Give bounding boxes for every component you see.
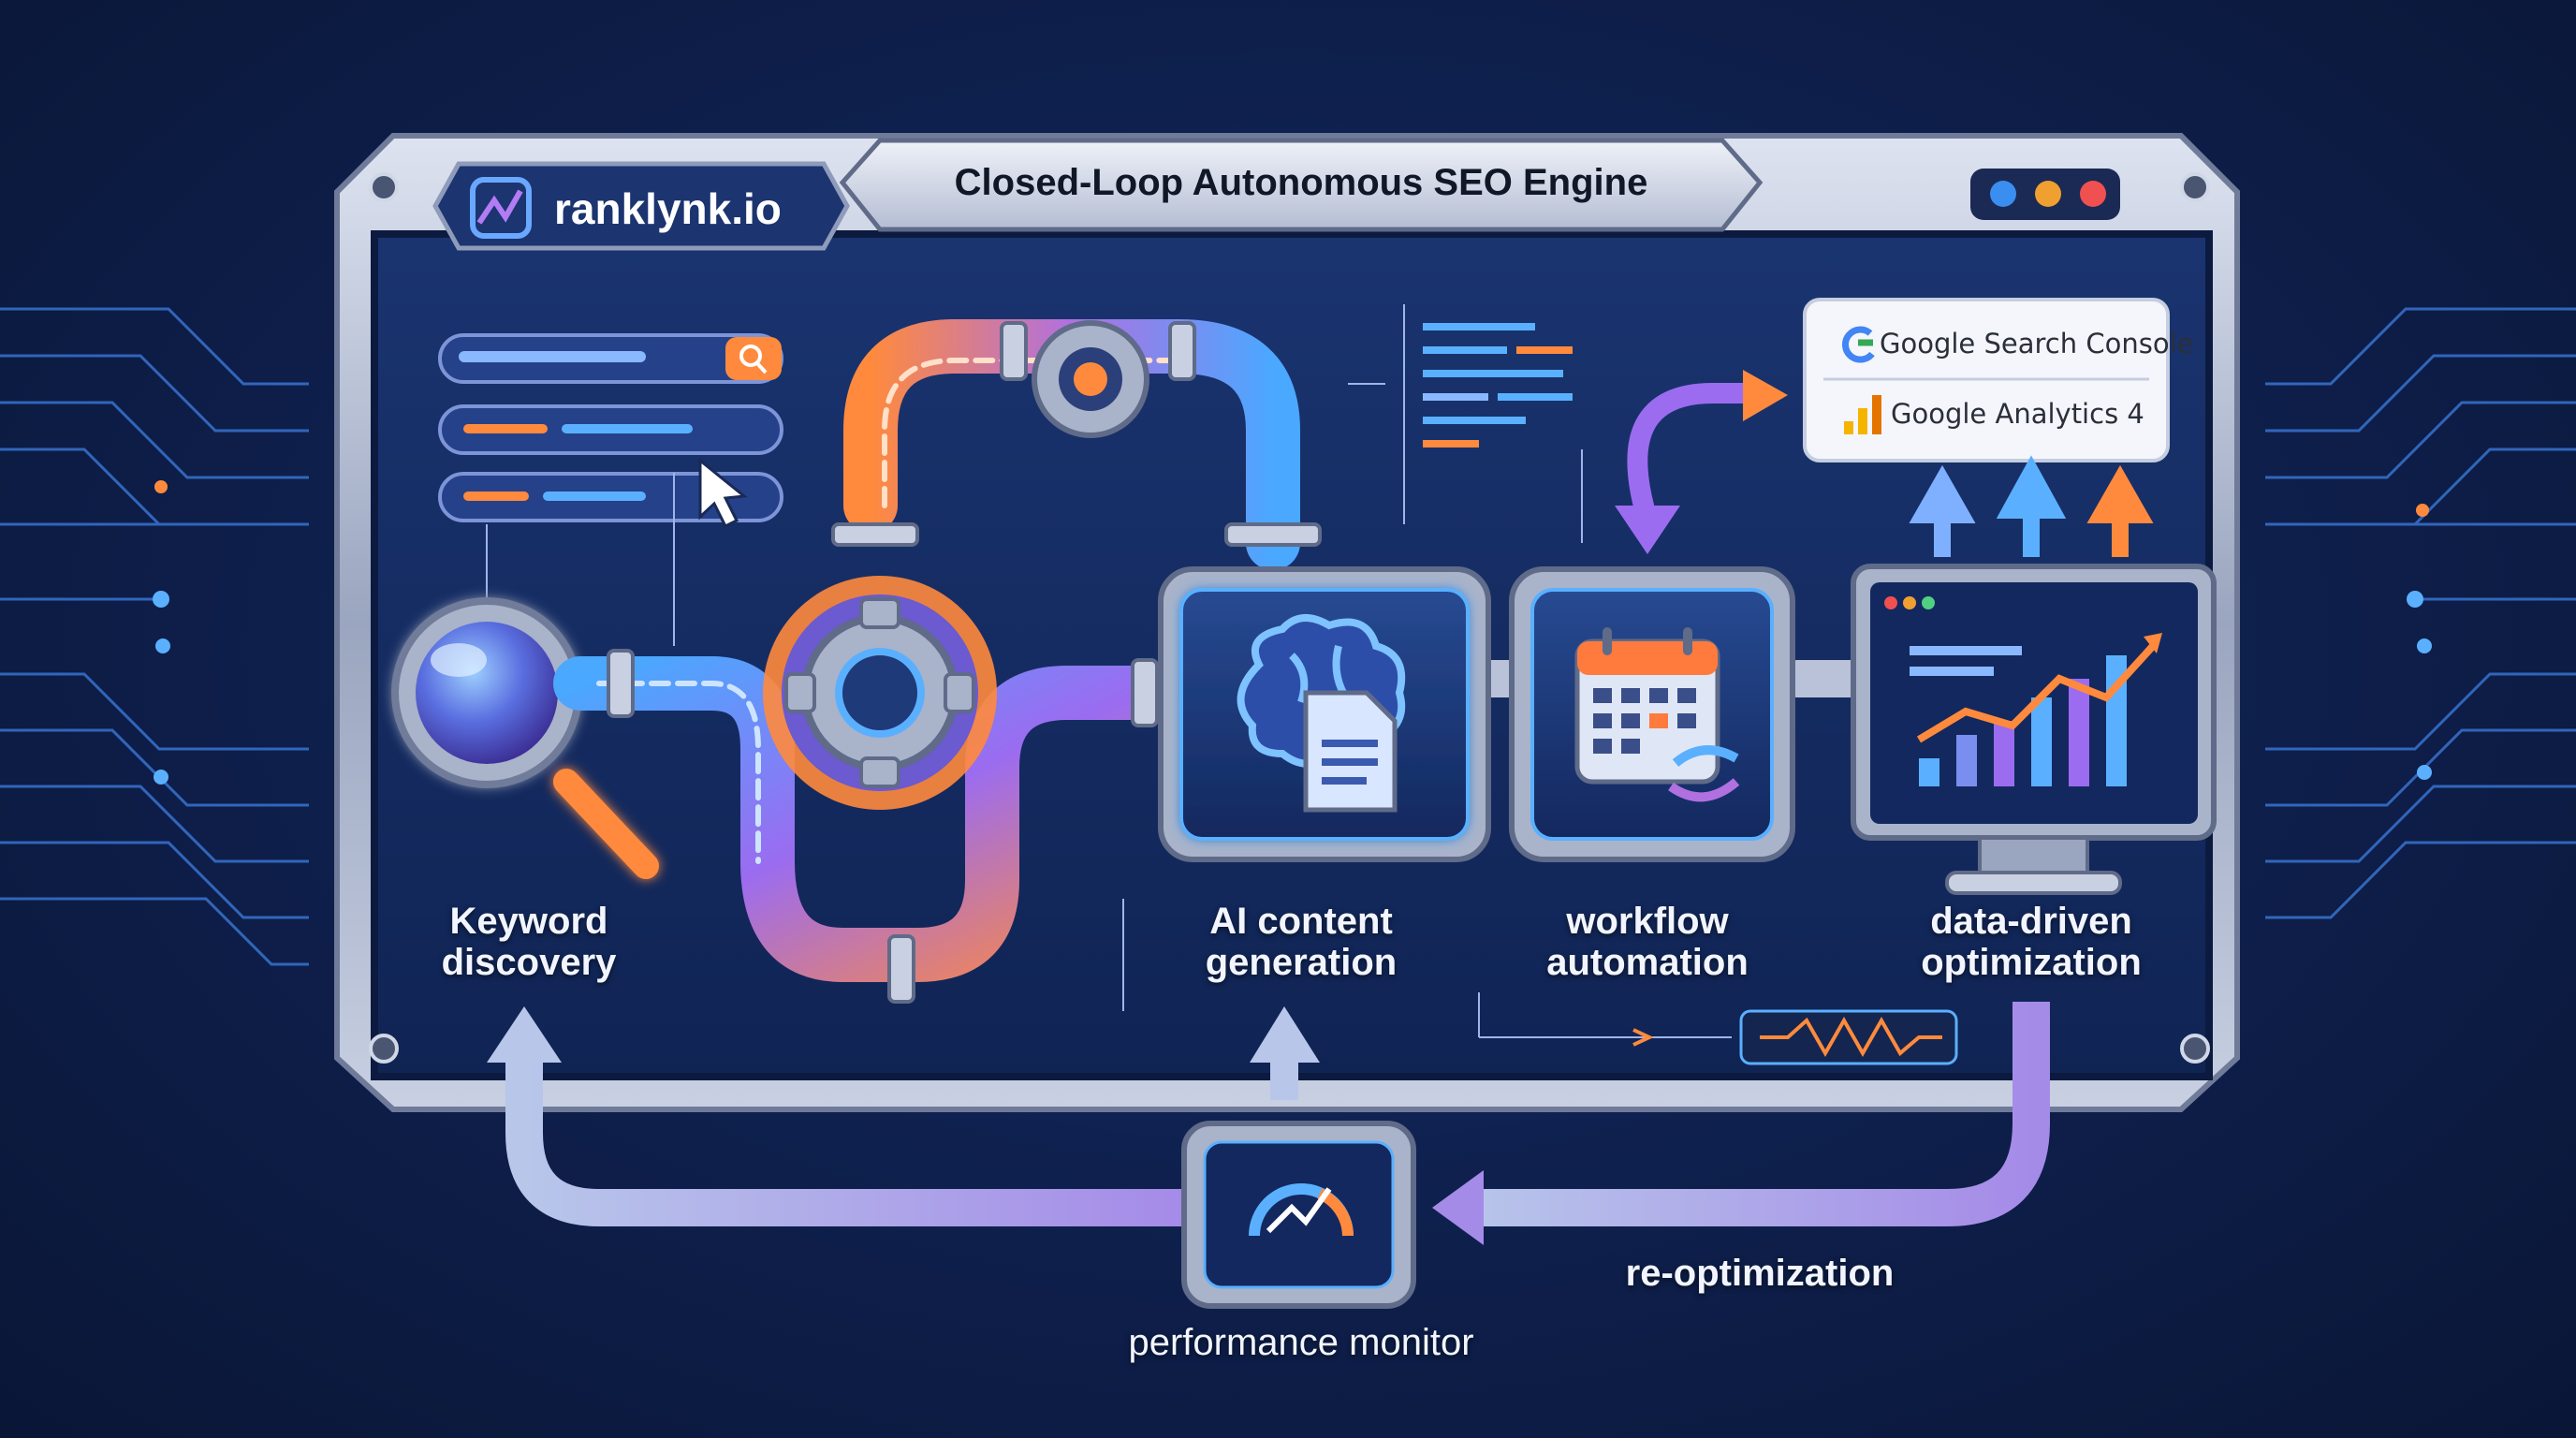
blue-dot[interactable]: [1990, 181, 2016, 207]
small-gear-icon: [1032, 320, 1149, 438]
data-driven-optimization-label: data-driven optimization: [1921, 901, 2142, 983]
performance-monitor-label: performance monitor: [1128, 1322, 1474, 1363]
search-widgets: [438, 333, 783, 646]
code-lines: [1348, 304, 1583, 543]
tile-workflow: [1509, 566, 1795, 862]
search-icon: [739, 345, 768, 374]
gear-icon: [763, 576, 997, 810]
upload-arrows: [1909, 455, 2154, 557]
line-chart-icon: [1916, 633, 2162, 786]
circuit-traces-left: [0, 307, 309, 966]
pipe-couplings: [607, 321, 1322, 1004]
curved-arrow-to-services: [1615, 370, 1788, 554]
google-logo-icon: [1841, 326, 1875, 363]
analytics-bars-icon: [1844, 395, 1881, 434]
sync-icon: [1668, 745, 1740, 802]
brand-badge: [432, 161, 850, 251]
keyword-discovery-label: Keyword discovery: [441, 901, 617, 983]
brand-name: ranklynk.io: [554, 184, 782, 233]
waveform-icon: [1478, 992, 1958, 1065]
red-dot[interactable]: [2080, 181, 2106, 207]
feedback-loop-pipe: [505, 1002, 2050, 1226]
cursor-icon: [698, 457, 748, 529]
title-plate: [839, 138, 1764, 232]
loop-arrowheads: [487, 1006, 1484, 1245]
circuit-traces-right: [2265, 307, 2576, 919]
calendar-icon: [1574, 627, 1720, 785]
tile-ai-content: [1158, 566, 1491, 862]
services-card: [1803, 298, 2170, 462]
ranklynk-logo-icon: [470, 177, 532, 239]
document-icon: [1303, 690, 1398, 813]
orange-dot[interactable]: [2035, 181, 2061, 207]
circuit-nodes-right: [2407, 504, 2432, 780]
page-title: Closed-Loop Autonomous SEO Engine: [954, 162, 1648, 203]
gauge-icon: [1181, 1121, 1416, 1309]
magnifier-icon: [391, 597, 659, 879]
circuit-nodes-left: [153, 480, 170, 785]
re-optimization-label: re-optimization: [1625, 1253, 1895, 1294]
analytics-label: Google Analytics 4: [1891, 398, 2144, 430]
ai-content-generation-label: AI content generation: [1205, 901, 1398, 983]
workflow-automation-label: workflow automation: [1546, 901, 1749, 983]
window-controls[interactable]: [1970, 169, 2120, 220]
search-console-label: Google Search Console: [1880, 328, 2194, 360]
